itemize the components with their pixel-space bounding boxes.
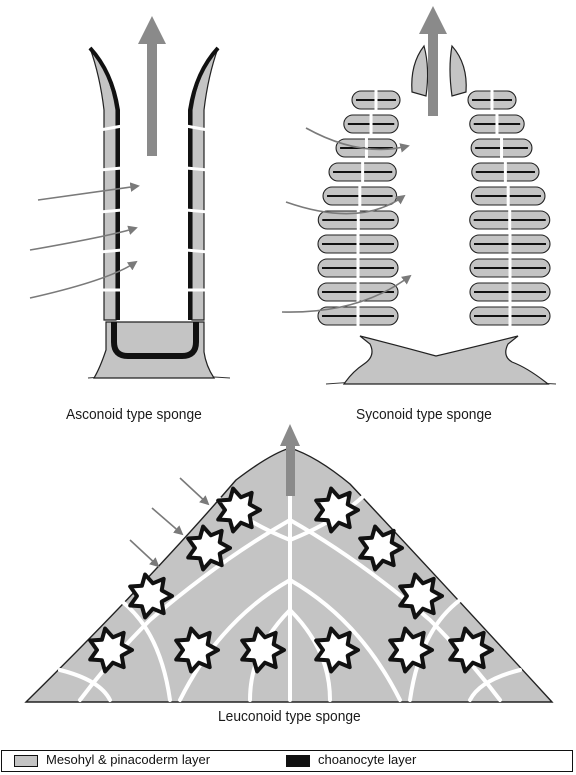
asconoid-left-wall bbox=[90, 48, 122, 320]
asconoid-inflow-arrow bbox=[30, 228, 136, 250]
syconoid-base bbox=[344, 336, 548, 384]
asconoid-osculum-arrow bbox=[138, 16, 166, 156]
syconoid-right-wall bbox=[468, 88, 550, 328]
legend-label-choanocyte: choanocyte layer bbox=[318, 752, 416, 767]
leuconoid-caption: Leuconoid type sponge bbox=[218, 708, 361, 725]
leuconoid-inflow-arrow bbox=[130, 540, 158, 566]
syconoid-osculum-rim-left bbox=[412, 46, 428, 96]
legend-swatch-choanocyte bbox=[286, 755, 310, 767]
asconoid-inflow-arrow bbox=[38, 186, 138, 200]
leuconoid-diagram bbox=[26, 424, 552, 702]
leuconoid-inflow-arrow bbox=[152, 508, 182, 534]
asconoid-right-wall bbox=[186, 48, 218, 320]
syconoid-osculum-rim-right bbox=[450, 46, 466, 96]
legend: Mesohyl & pinacoderm layer choanocyte la… bbox=[1, 750, 573, 772]
legend-label-mesohyl: Mesohyl & pinacoderm layer bbox=[46, 752, 210, 767]
legend-swatch-mesohyl bbox=[14, 755, 38, 767]
asconoid-diagram bbox=[30, 16, 230, 378]
asconoid-caption: Asconoid type sponge bbox=[66, 406, 202, 423]
syconoid-left-wall bbox=[318, 88, 400, 328]
asconoid-inflow-arrow bbox=[30, 262, 136, 298]
syconoid-diagram bbox=[282, 6, 556, 384]
syconoid-caption: Syconoid type sponge bbox=[356, 406, 492, 423]
leuconoid-inflow-arrow bbox=[180, 478, 208, 504]
